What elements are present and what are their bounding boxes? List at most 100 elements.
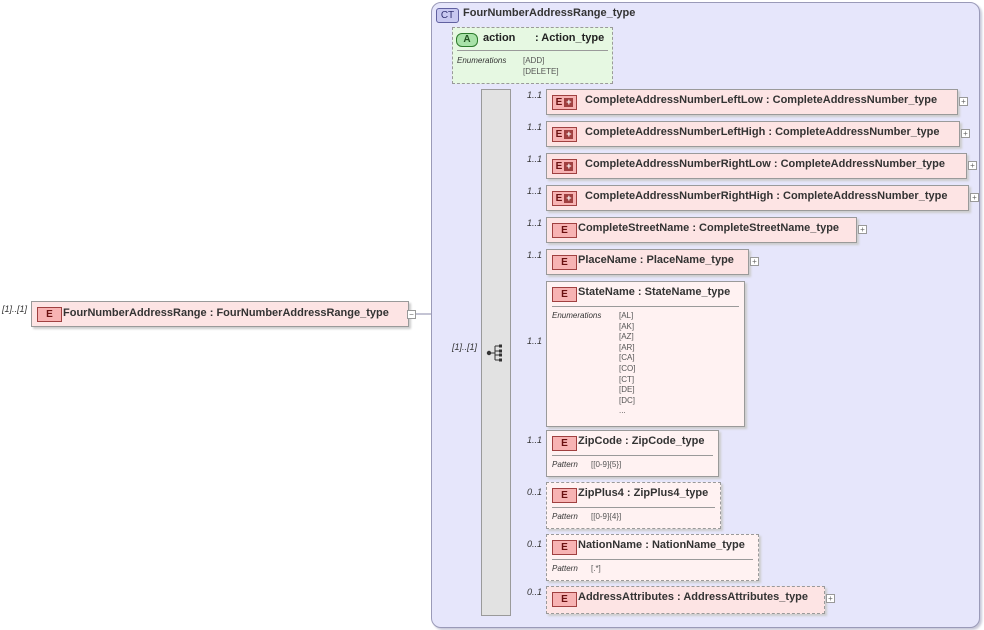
divider xyxy=(552,507,715,508)
enumerations-label: Enumerations xyxy=(457,56,507,65)
element-badge: E xyxy=(552,287,577,302)
attribute-box[interactable]: A action : Action_type Enumerations [ADD… xyxy=(452,27,613,84)
element-cardinality: 1..1 xyxy=(527,122,543,132)
element-cardinality: 1..1 xyxy=(527,186,543,196)
sequence-icon xyxy=(486,344,502,362)
element-cardinality: 1..1 xyxy=(527,336,543,346)
expand-icon[interactable]: + xyxy=(959,97,968,106)
enum-value: [ADD] xyxy=(523,56,545,65)
element-badge: E xyxy=(552,223,577,238)
root-cardinality: [1]..[1] xyxy=(2,304,28,314)
facet-values: [[0-9]{4}] xyxy=(591,512,621,523)
facet-value: [CO] xyxy=(619,363,636,373)
facet-value: [.*] xyxy=(591,564,601,573)
plus-icon: + xyxy=(564,97,574,107)
facet-values: [AL][AK][AZ][AR][CA][CO][CT][DE][DC]... xyxy=(619,311,635,417)
element-box[interactable]: E+ CompleteAddressNumberRightLow : Comple… xyxy=(546,153,967,179)
element-cardinality: 1..1 xyxy=(527,218,543,228)
element-label: CompleteStreetName : CompleteStreetName_… xyxy=(578,222,840,234)
divider xyxy=(552,559,753,560)
element-cardinality: 0..1 xyxy=(527,587,543,597)
element-cardinality: 0..1 xyxy=(527,539,543,549)
expand-icon[interactable]: + xyxy=(750,257,759,266)
facet-value: [[0-9]{4}] xyxy=(591,512,622,521)
divider xyxy=(552,455,713,456)
element-ref-badge: E+ xyxy=(552,191,577,206)
element-ref-badge: E+ xyxy=(552,127,577,142)
facet-value: [DC] xyxy=(619,395,635,405)
element-label: StateName : StateName_type xyxy=(578,286,731,298)
element-badge: E xyxy=(552,436,577,451)
element-cardinality: 1..1 xyxy=(527,250,543,260)
facet-value: [AR] xyxy=(619,342,635,352)
element-cardinality: 1..1 xyxy=(527,90,543,100)
element-badge: E xyxy=(552,255,577,270)
sequence-cardinality: [1]..[1] xyxy=(452,342,478,352)
facet-values: [[0-9]{5}] xyxy=(591,460,621,471)
pattern-label: Pattern xyxy=(552,564,578,573)
facet-value: [[0-9]{5}] xyxy=(591,460,622,469)
facet-value: [AK] xyxy=(619,321,635,331)
divider xyxy=(457,50,608,51)
element-cardinality: 1..1 xyxy=(527,435,543,445)
element-label: ZipPlus4 : ZipPlus4_type xyxy=(578,487,709,499)
enumerations-label: Enumerations xyxy=(552,311,602,320)
element-box[interactable]: E+ CompleteAddressNumberRightHigh : Compl… xyxy=(546,185,969,211)
element-label: CompleteAddressNumberLeftLow : CompleteA… xyxy=(585,94,938,106)
element-cardinality: 1..1 xyxy=(527,154,543,164)
element-box[interactable]: E+ CompleteAddressNumberLeftHigh : Comple… xyxy=(546,121,960,147)
attribute-name: action xyxy=(483,32,516,44)
element-label: PlaceName : PlaceName_type xyxy=(578,254,734,266)
element-badge: E xyxy=(552,540,577,555)
root-element-name: FourNumberAddressRange xyxy=(63,307,207,319)
element-badge: E xyxy=(37,307,62,322)
complex-type-title: FourNumberAddressRange_type xyxy=(463,7,636,19)
facet-value: [CA] xyxy=(619,353,635,363)
expand-icon[interactable]: + xyxy=(826,594,835,603)
element-badge: E xyxy=(552,488,577,503)
attribute-badge: A xyxy=(456,33,478,47)
root-element-label: FourNumberAddressRange : FourNumberAddre… xyxy=(63,307,389,319)
plus-icon: + xyxy=(564,161,574,171)
element-ref-badge: E+ xyxy=(552,159,577,174)
root-element-box[interactable]: E FourNumberAddressRange : FourNumberAdd… xyxy=(31,301,409,327)
facet-value: [CT] xyxy=(619,374,635,384)
facet-value: [AZ] xyxy=(619,332,634,342)
attribute-type: : Action_type xyxy=(535,32,605,44)
element-label: CompleteAddressNumberRightHigh : Complet… xyxy=(585,190,948,202)
plus-icon: + xyxy=(564,193,574,203)
element-label: AddressAttributes : AddressAttributes_ty… xyxy=(578,591,809,603)
plus-icon: + xyxy=(564,129,574,139)
complex-type-badge: CT xyxy=(436,8,459,23)
facet-value: ... xyxy=(619,406,626,416)
element-ref-badge: E+ xyxy=(552,95,577,110)
expand-icon[interactable]: + xyxy=(858,225,867,234)
pattern-label: Pattern xyxy=(552,512,578,521)
element-label: NationName : NationName_type xyxy=(578,539,745,551)
expand-icon[interactable]: + xyxy=(968,161,977,170)
sequence-bar xyxy=(481,89,511,616)
collapse-icon[interactable]: − xyxy=(407,310,416,319)
enum-value: [DELETE] xyxy=(523,66,559,76)
facet-values: [.*] xyxy=(591,564,601,575)
element-label: CompleteAddressNumberLeftHigh : Complete… xyxy=(585,126,940,138)
facet-value: [AL] xyxy=(619,311,634,320)
element-cardinality: 0..1 xyxy=(527,487,543,497)
element-box[interactable]: E+ CompleteAddressNumberLeftLow : Complet… xyxy=(546,89,958,115)
element-label: CompleteAddressNumberRightLow : Complete… xyxy=(585,158,945,170)
element-label: ZipCode : ZipCode_type xyxy=(578,435,705,447)
expand-icon[interactable]: + xyxy=(970,193,979,202)
expand-icon[interactable]: + xyxy=(961,129,970,138)
facet-value: [DE] xyxy=(619,385,635,395)
divider xyxy=(552,306,739,307)
enumeration-values: [ADD] [DELETE] xyxy=(523,56,559,77)
root-element-type: FourNumberAddressRange_type xyxy=(216,307,389,319)
element-badge: E xyxy=(552,592,577,607)
